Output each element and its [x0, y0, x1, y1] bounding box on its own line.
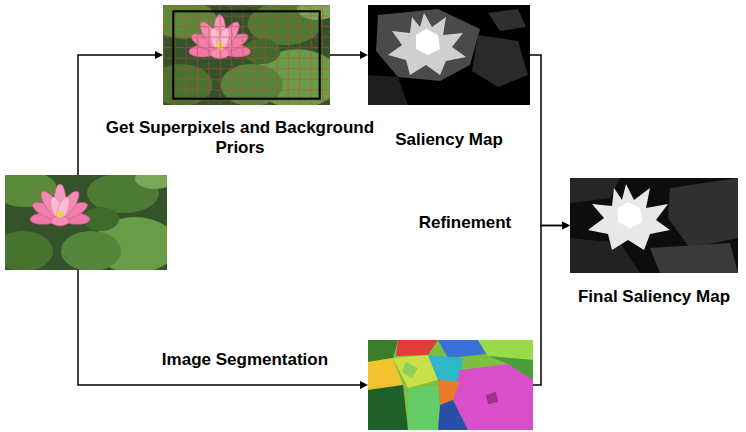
- illustration-shape: [416, 29, 440, 55]
- illustration-shape: [588, 184, 670, 250]
- illustration-shape: [486, 392, 498, 404]
- node-label: Get Superpixels and Background Priors: [80, 118, 400, 158]
- illustration-shape: [650, 243, 738, 273]
- illustration-shape: [408, 385, 443, 430]
- saliency-node: Saliency Map: [368, 5, 530, 105]
- illustration-shape: [428, 355, 463, 382]
- illustration-shape: [438, 400, 468, 430]
- node-label: Final Saliency Map: [566, 287, 742, 307]
- illustration-shape: [438, 380, 460, 405]
- final-saliency-node: Final Saliency Map: [570, 178, 738, 273]
- illustration-shape: [5, 175, 167, 270]
- segmentation-image: [368, 340, 533, 430]
- illustration-shape: [570, 178, 738, 273]
- illustration-shape: [488, 356, 533, 380]
- flow-connector: [530, 55, 570, 230]
- illustration-shape: [155, 51, 163, 59]
- illustration-shape: [618, 202, 642, 228]
- arrow-head: [562, 222, 570, 230]
- illustration-shape: [368, 340, 533, 430]
- illustration-shape: [163, 5, 330, 105]
- illustration-shape: [478, 340, 533, 360]
- connector-line: [330, 54, 361, 56]
- illustration-shape: [388, 13, 466, 75]
- illustration-shape: [173, 11, 319, 98]
- node-label: Image Segmentation: [150, 350, 340, 370]
- illustration-shape: [368, 5, 530, 105]
- arrow-head: [360, 51, 368, 59]
- node-label: Saliency Map: [348, 130, 550, 150]
- connector-line: [530, 55, 563, 226]
- illustration-shape: [402, 362, 418, 378]
- final-saliency-image: [570, 178, 738, 273]
- connector-line: [533, 226, 563, 386]
- illustration-shape: [376, 9, 480, 81]
- illustration-shape: [78, 270, 361, 385]
- illustration-shape: [368, 385, 408, 430]
- illustration-shape: [668, 178, 738, 248]
- illustration-shape: [163, 5, 330, 105]
- illustration-shape: [453, 364, 533, 430]
- illustration-shape: [570, 178, 620, 203]
- illustration-shape: [78, 55, 156, 175]
- flow-connector: [533, 222, 570, 386]
- illustration-shape: [360, 381, 368, 389]
- superpixel-node: Get Superpixels and Background Priors: [163, 5, 330, 105]
- flow-connector: [330, 51, 368, 59]
- superpixel-photo: [163, 5, 330, 105]
- illustration-shape: [570, 238, 640, 273]
- input-photo: [5, 175, 167, 270]
- illustration-shape: [438, 340, 486, 358]
- illustration-shape: [488, 9, 526, 31]
- saliency-map-image: [368, 5, 530, 105]
- illustration-shape: [396, 340, 438, 356]
- arrow-head: [562, 222, 570, 230]
- segmentation-node: Image Segmentation: [368, 340, 533, 430]
- illustration-shape: [368, 75, 408, 105]
- step-label: Refinement: [395, 213, 535, 233]
- illustration-shape: [472, 35, 528, 87]
